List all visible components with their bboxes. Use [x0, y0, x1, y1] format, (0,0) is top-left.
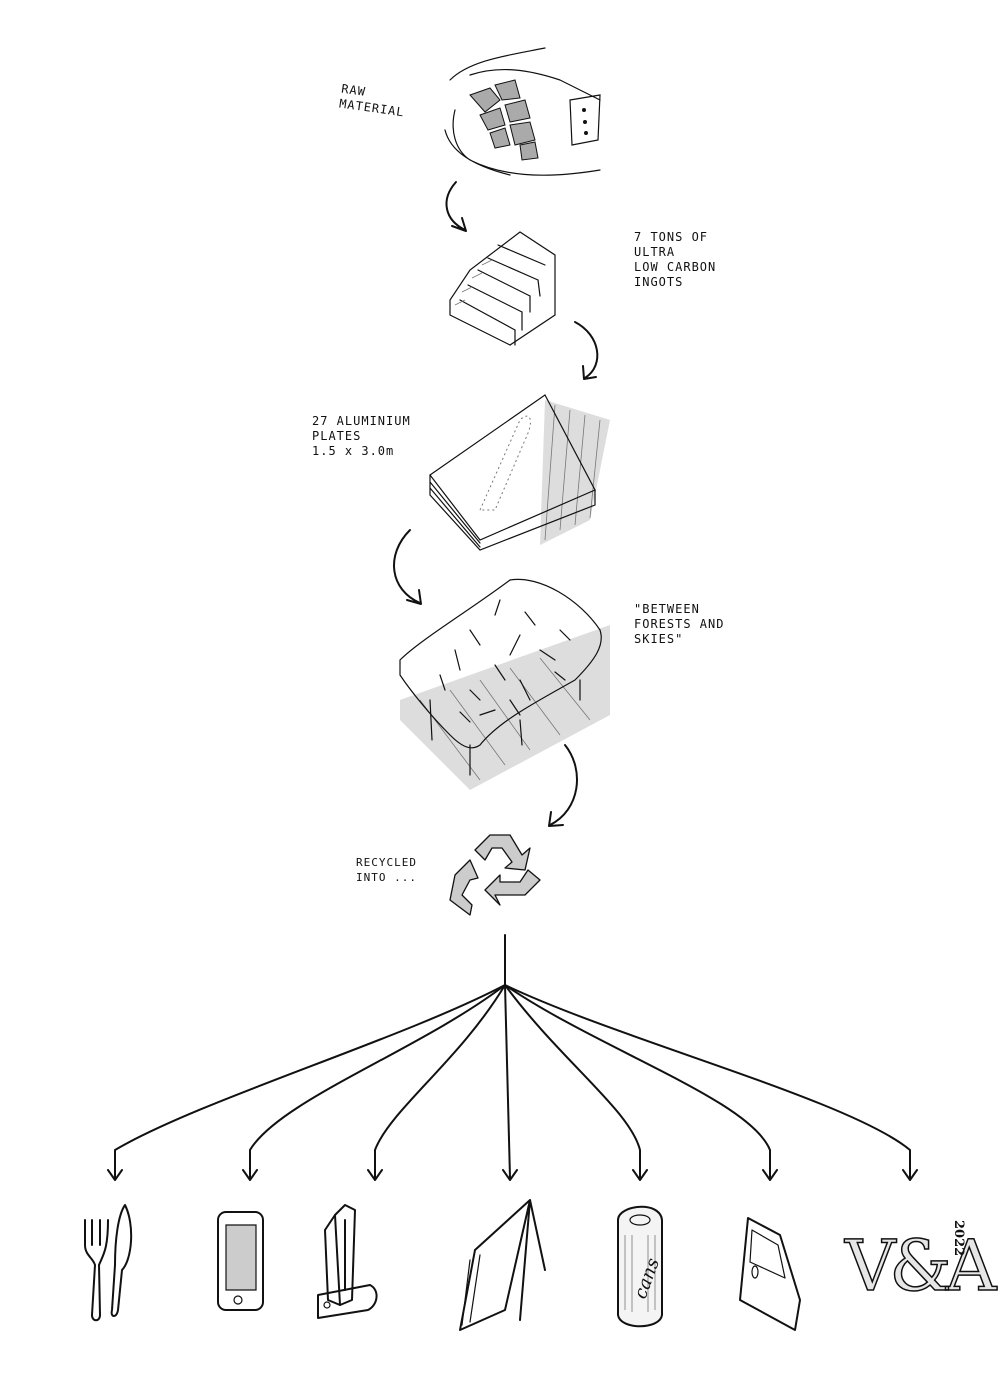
- va-logo-year: 2022: [951, 1220, 966, 1256]
- label-line: INTO ...: [356, 871, 417, 884]
- label-ingots: 7 TONS OF ULTRA LOW CARBON INGOTS: [634, 230, 716, 290]
- label-recycled: RECYCLED INTO ...: [356, 855, 417, 885]
- drink-can-icon: cans: [617, 1205, 664, 1328]
- car-door-icon: [739, 1217, 801, 1331]
- label-line: SKIES": [634, 632, 684, 646]
- flow-arrow-4: [548, 744, 578, 827]
- label-line: 7 TONS OF: [634, 230, 709, 244]
- label-line: RECYCLED: [356, 856, 417, 869]
- phone-icon: [217, 1211, 264, 1311]
- flow-arrow-3: [393, 529, 422, 605]
- flow-arrow-1: [445, 181, 467, 232]
- label-line: ULTRA: [634, 245, 676, 259]
- aluminium-plates-illustration: [429, 394, 610, 551]
- label-installation: "BETWEEN FORESTS AND SKIES": [634, 602, 724, 647]
- cutlery-icon: [84, 1204, 133, 1322]
- va-logo-text: V&A: [844, 1225, 998, 1307]
- va-logo: V&A 2022: [843, 1220, 1000, 1308]
- label-line: LOW CARBON: [634, 260, 717, 274]
- window-frame-icon: [317, 1204, 378, 1319]
- label-line: 1.5 x 3.0m: [312, 444, 395, 458]
- recycle-icon: [449, 834, 541, 916]
- label-plates: 27 ALUMINIUM PLATES 1.5 x 3.0m: [312, 414, 411, 459]
- hands-raw-material-illustration: [444, 47, 601, 176]
- distribution-arrows: [107, 934, 918, 1181]
- between-forests-and-skies-illustration: [399, 578, 610, 790]
- label-line: "BETWEEN: [634, 602, 700, 616]
- label-line: FORESTS AND: [634, 617, 725, 631]
- label-line: INGOTS: [634, 275, 684, 289]
- label-line: 27 ALUMINIUM: [312, 414, 411, 428]
- ingots-illustration: [449, 231, 556, 346]
- flow-arrow-2: [574, 321, 599, 380]
- label-line: PLATES: [312, 429, 362, 443]
- folding-frame-icon: [459, 1199, 546, 1331]
